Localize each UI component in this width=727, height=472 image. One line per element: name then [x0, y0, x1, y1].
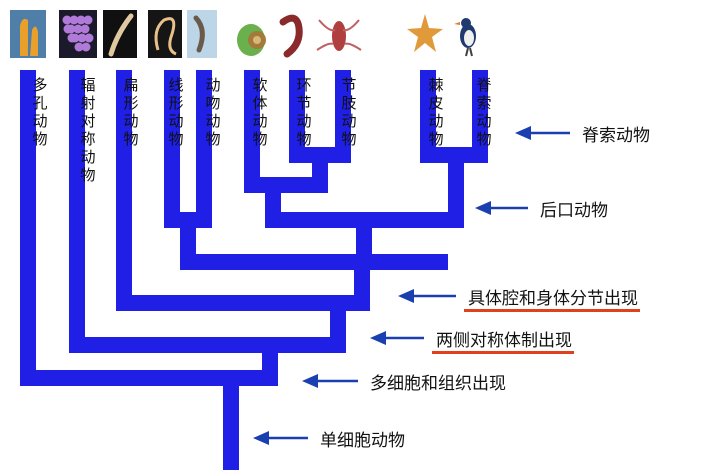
branch-segment-6	[289, 70, 305, 163]
branch-segment-2	[116, 70, 132, 311]
milestone-label: 后口动物	[540, 201, 608, 221]
branch-segment-3	[164, 70, 180, 228]
taxon-label: 动吻动物	[205, 76, 221, 148]
taxon-label: 线形动物	[168, 76, 184, 148]
coral-icon	[59, 10, 97, 58]
arrow-head-icon	[253, 431, 269, 445]
branch-segment-5	[244, 70, 260, 193]
taxon-label: 多孔动物	[32, 76, 48, 148]
taxon-label: 扁形动物	[123, 76, 139, 148]
arrow-head-icon	[302, 374, 318, 388]
branch-segment-7	[335, 70, 351, 163]
highlight-underline	[432, 351, 574, 354]
lobster-icon	[315, 10, 363, 58]
milestone-label: 具体腔和身体分节出现	[468, 289, 638, 309]
branch-segment-22	[116, 295, 370, 311]
taxon-label: 辐射对称动物	[80, 76, 96, 184]
milestone-label: 脊索动物	[582, 126, 650, 146]
earthworm-icon	[275, 10, 309, 58]
taxon-label: 环节动物	[296, 76, 312, 148]
snail-icon	[235, 10, 273, 58]
branch-segment-15	[448, 155, 464, 228]
arrow-head-icon	[515, 126, 531, 140]
branch-segment-24	[69, 337, 346, 353]
branch-segment-26	[20, 370, 278, 386]
branch-segment-27	[223, 378, 239, 470]
milestone-label: 多细胞和组织出现	[370, 374, 506, 394]
branch-segment-8	[420, 70, 436, 163]
flatworm-icon	[103, 10, 137, 58]
milestone-label: 两侧对称体制出现	[436, 331, 572, 351]
taxon-label: 软体动物	[252, 76, 268, 148]
branch-segment-1	[69, 70, 85, 353]
arrow-head-icon	[370, 331, 386, 345]
starfish-icon	[405, 10, 445, 58]
branch-segment-4	[196, 70, 212, 228]
branch-segment-0	[20, 70, 36, 386]
arrow-head-icon	[475, 201, 491, 215]
bird-icon	[450, 10, 486, 58]
branch-segment-13	[312, 155, 328, 193]
branch-segment-20	[180, 254, 448, 270]
arrow-head-icon	[398, 289, 414, 303]
milestone-label: 单细胞动物	[320, 431, 405, 451]
taxon-label: 棘皮动物	[428, 76, 444, 148]
roundworm-icon	[148, 10, 182, 58]
kinorhynch-icon	[187, 10, 217, 58]
branch-segment-9	[472, 70, 488, 163]
highlight-underline	[464, 309, 640, 312]
sponge-icon	[10, 10, 46, 58]
taxon-label: 节肢动物	[341, 76, 357, 148]
taxon-label: 脊索动物	[476, 76, 492, 148]
